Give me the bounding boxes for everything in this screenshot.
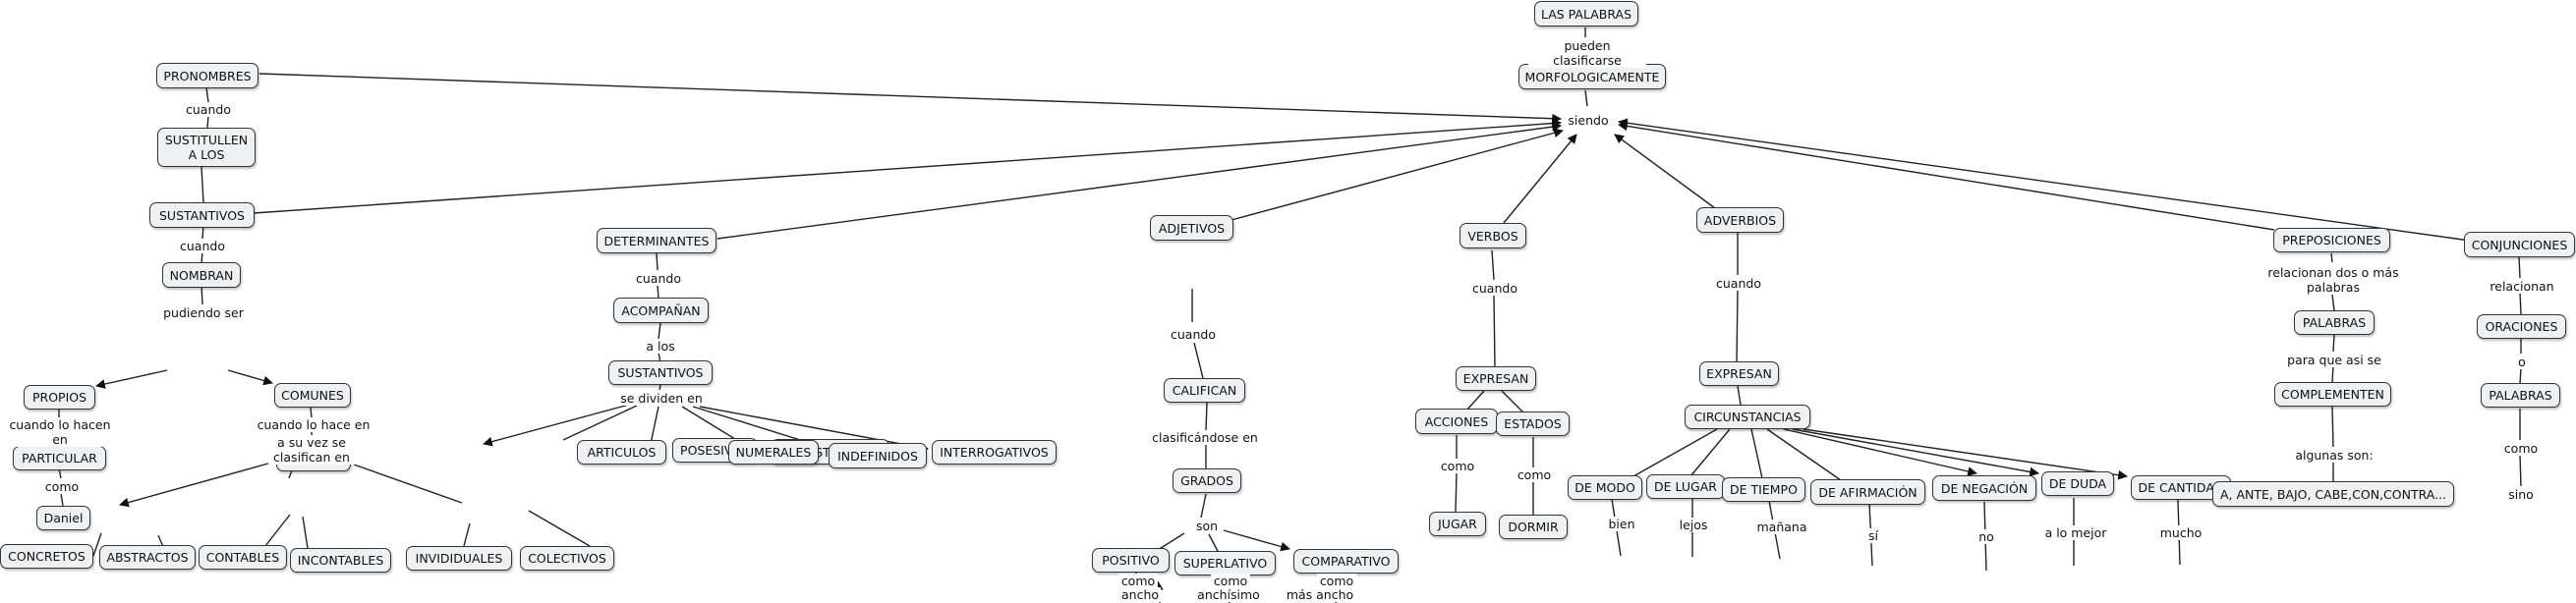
node-de-afirmacion[interactable]: DE AFIRMACIÓN [1810, 479, 1925, 505]
label-si: sí [1864, 528, 1882, 543]
label-como-conjunciones: como [2501, 441, 2541, 456]
label-ancho: ancho [1119, 587, 1161, 602]
node-nombran[interactable]: NOMBRAN [162, 262, 241, 288]
node-indefinidos[interactable]: INDEFINIDOS [829, 443, 927, 468]
node-conjunciones[interactable]: CONJUNCIONES [2464, 232, 2575, 257]
node-lista-preposiciones[interactable]: A, ANTE, BAJO, CABE,CON,CONTRA... [2212, 481, 2454, 507]
label-cuando-adverbios: cuando [1711, 276, 1766, 291]
label-son: son [1191, 519, 1223, 533]
node-circunstancias[interactable]: CIRCUNSTANCIAS [1685, 405, 1810, 429]
label-cuando-verbos: cuando [1467, 281, 1522, 296]
label-mas-ancho: más ancho [1283, 587, 1357, 602]
node-interrogativos[interactable]: INTERROGATIVOS [932, 440, 1057, 465]
label-como-comparativo: como [1317, 574, 1356, 588]
label-cuando-lo-hace-en: cuando lo hace en [254, 417, 373, 432]
node-expresan-adverbios[interactable]: EXPRESAN [1699, 361, 1779, 386]
node-palabras-preposiciones[interactable]: PALABRAS [2294, 310, 2375, 335]
node-acompanan[interactable]: ACOMPAÑAN [613, 298, 709, 323]
label-anchisimo: anchísimo [1194, 587, 1263, 602]
node-de-tiempo[interactable]: DE TIEMPO [1722, 477, 1805, 502]
node-comparativo[interactable]: COMPARATIVO [1293, 549, 1399, 574]
node-califican[interactable]: CALIFICAN [1164, 378, 1245, 403]
node-concretos[interactable]: CONCRETOS [0, 544, 93, 569]
label-sino: sino [2504, 487, 2538, 502]
label-a-su-vez: a su vez se clasifican en [268, 435, 355, 465]
label-cuando-lo-hacen-en: cuando lo hacen en [0, 417, 120, 447]
label-cuando-pronombres: cuando [181, 102, 236, 117]
node-de-cantidad[interactable]: DE CANTIDAD [2131, 475, 2231, 500]
label-pueden-clasificarse: pueden clasificarse [1528, 38, 1646, 68]
label-relacionan-dos: relacionan dos o más palabras [2261, 265, 2406, 295]
node-complementen[interactable]: COMPLEMENTEN [2274, 382, 2391, 407]
node-de-duda[interactable]: DE DUDA [2041, 471, 2114, 496]
label-como-estados: como [1515, 467, 1554, 482]
node-palabras-conjunciones[interactable]: PALABRAS [2481, 383, 2560, 408]
label-manana: mañana [1755, 520, 1808, 534]
node-jugar[interactable]: JUGAR [1429, 512, 1486, 536]
label-como-positivo: como [1118, 574, 1158, 588]
node-daniel[interactable]: Daniel [36, 506, 90, 530]
node-superlativo[interactable]: SUPERLATIVO [1174, 551, 1276, 576]
label-relacionan: relacionan [2488, 279, 2556, 294]
node-morfologicamente[interactable]: MORFOLOGICAMENTE [1518, 64, 1666, 89]
label-cuando-determinantes: cuando [631, 271, 686, 286]
node-sustitullen[interactable]: SUSTITULLEN A LOS [157, 128, 256, 167]
label-clasificandose-en: clasificándose en [1147, 430, 1263, 445]
label-a-lo-mejor: a lo mejor [2041, 525, 2110, 540]
node-dormir[interactable]: DORMIR [1499, 515, 1568, 539]
node-adjetivos[interactable]: ADJETIVOS [1150, 215, 1233, 241]
node-invididuales[interactable]: INVIDIDUALES [406, 546, 512, 571]
node-determinantes[interactable]: DETERMINANTES [597, 228, 716, 253]
node-abstractos[interactable]: ABSTRACTOS [99, 545, 196, 570]
node-adverbios[interactable]: ADVERBIOS [1696, 207, 1784, 233]
node-de-lugar[interactable]: DE LUGAR [1646, 474, 1725, 499]
node-propios[interactable]: PROPIOS [24, 385, 95, 410]
node-las-palabras[interactable]: LAS PALABRAS [1534, 1, 1638, 27]
label-lejos: lejos [1674, 518, 1713, 532]
node-articulos[interactable]: ARTICULOS [577, 440, 666, 465]
node-colectivos[interactable]: COLECTIVOS [520, 546, 614, 571]
node-grados[interactable]: GRADOS [1173, 468, 1241, 493]
label-como-superlativo: como [1211, 574, 1250, 588]
label-o: o [2514, 355, 2530, 369]
label-como-acciones: como [1438, 459, 1477, 473]
node-estados[interactable]: ESTADOS [1496, 411, 1570, 436]
label-no: no [1975, 529, 1997, 544]
node-de-modo[interactable]: DE MODO [1568, 475, 1642, 500]
label-pudiendo-ser: pudiendo ser [155, 305, 252, 320]
label-como-particular: como [41, 479, 83, 494]
node-expresan-verbos[interactable]: EXPRESAN [1456, 366, 1536, 391]
label-a-los: a los [642, 339, 679, 354]
node-numerales[interactable]: NUMERALES [728, 440, 819, 465]
node-de-negacion[interactable]: DE NEGACIÓN [1932, 475, 2036, 501]
label-se-dividen-en: se dividen en [616, 391, 707, 406]
node-acciones[interactable]: ACCIONES [1415, 409, 1498, 434]
node-verbos[interactable]: VERBOS [1460, 223, 1526, 248]
node-sustantivos-pronombres[interactable]: SUSTANTIVOS [149, 202, 255, 228]
node-incontables[interactable]: INCONTABLES [290, 548, 391, 573]
label-para-que-asi-se: para que asi se [2280, 353, 2388, 367]
label-algunas-son: algunas son: [2293, 448, 2376, 463]
label-bien: bien [1604, 517, 1639, 531]
node-oraciones[interactable]: ORACIONES [2477, 314, 2566, 339]
node-comunes[interactable]: COMUNES [274, 383, 351, 408]
label-mucho: mucho [2158, 525, 2204, 540]
node-positivo[interactable]: POSITIVO [1092, 548, 1170, 573]
node-particular[interactable]: PARTICULAR [13, 446, 106, 470]
node-contables[interactable]: CONTABLES [199, 545, 287, 570]
label-cuando-sustantivos: cuando [175, 239, 230, 253]
node-sustantivos-determinantes[interactable]: SUSTANTIVOS [608, 360, 713, 385]
node-pronombres[interactable]: PRONOMBRES [156, 63, 258, 88]
label-siendo: siendo [1563, 113, 1614, 128]
node-preposiciones[interactable]: PREPOSICIONES [2273, 228, 2390, 252]
label-cuando-adjetivos: cuando [1166, 327, 1221, 342]
